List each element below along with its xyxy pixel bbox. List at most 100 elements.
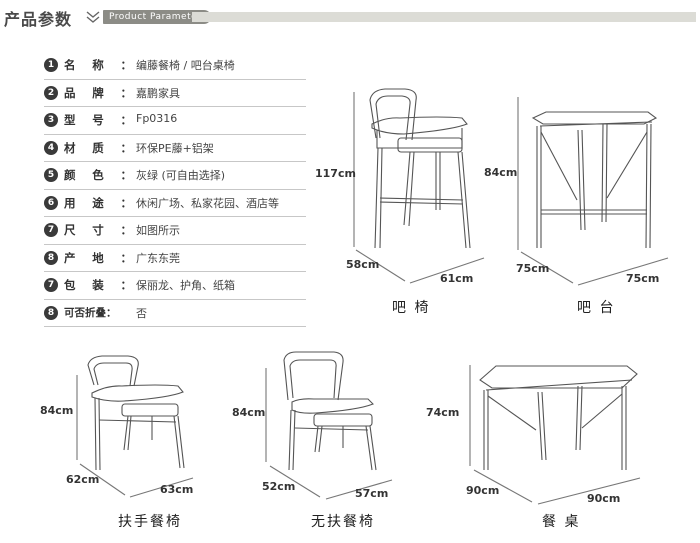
row-number-badge: 8	[44, 305, 58, 320]
parameter-separator: ：	[120, 195, 133, 210]
section-title: 产品参数	[4, 10, 73, 29]
bar-chair-width-label: 61cm	[440, 272, 474, 285]
parameter-label-char: 质	[92, 140, 104, 155]
parameter-value: 如图所示	[136, 224, 180, 237]
parameter-value: 灰绿 (可自由选择)	[136, 169, 226, 182]
dining-table-depth-label: 90cm	[466, 484, 500, 497]
side-chair-caption: 无扶餐椅	[311, 514, 375, 530]
parameter-label-char: 牌	[92, 85, 104, 100]
dining-table-caption: 餐 桌	[542, 514, 581, 530]
double-chevron-down-icon	[86, 11, 100, 23]
parameter-label-char: 用	[64, 195, 76, 210]
parameter-label-char: 包	[64, 278, 76, 292]
parameter-label-char: 地	[92, 250, 104, 265]
arm-chair-drawing	[87, 355, 185, 471]
parameter-separator: ：	[120, 168, 133, 182]
row-number-badge: 4	[44, 140, 58, 155]
parameter-separator: ：	[120, 278, 133, 292]
parameter-label-char: 颜	[64, 168, 76, 182]
side-chair-depth-label: 52cm	[262, 480, 296, 493]
bar-table-drawing	[531, 111, 658, 249]
dining-table-width-label: 90cm	[587, 492, 621, 505]
row-number-badge: 7	[44, 223, 58, 237]
parameter-label: 材 质 ：	[64, 140, 132, 156]
parameter-value: Fp0316	[136, 112, 178, 125]
parameter-separator: ：	[120, 58, 133, 72]
row-number-badge: 6	[44, 195, 58, 210]
parameter-label: 型 号 ：	[64, 112, 132, 128]
parameter-label-char: 品	[64, 85, 76, 100]
parameter-label-char: 号	[92, 113, 104, 127]
bar-table-width-label: 75cm	[626, 272, 660, 285]
parameter-value: 嘉鹏家具	[136, 86, 180, 100]
parameter-separator: ：	[120, 223, 133, 237]
parameter-label-char: 寸	[92, 223, 104, 237]
parameter-value: 环保PE藤+铝架	[136, 141, 214, 155]
parameter-label: 产 地 ：	[64, 250, 132, 266]
parameter-row: 8 可否折叠： 否	[44, 300, 306, 327]
bar-table-depth-label: 75cm	[516, 262, 550, 275]
parameter-label-char: 型	[64, 113, 76, 127]
dining-table-drawing	[479, 365, 638, 470]
parameter-label-char: 产	[64, 250, 76, 265]
parameter-value: 广东东莞	[136, 251, 180, 265]
parameter-label-char: 名	[64, 58, 76, 72]
parameter-label-char: 称	[92, 58, 104, 72]
parameter-value: 否	[136, 306, 147, 320]
side-chair-height-label: 84cm	[232, 406, 266, 419]
bar-chair-caption: 吧 椅	[392, 300, 431, 316]
side-chair-width-label: 57cm	[355, 487, 389, 500]
row-number-badge: 5	[44, 168, 58, 182]
arm-chair-height-label: 84cm	[40, 404, 74, 417]
parameter-label-char: 材	[64, 140, 76, 155]
arm-chair-depth-label: 62cm	[66, 473, 100, 486]
parameter-label-char: 色	[92, 168, 104, 182]
section-tag: Product Parameter	[103, 10, 212, 24]
parameter-label-char: 途	[92, 195, 104, 210]
parameter-separator: ：	[120, 113, 133, 127]
row-number-badge: 8	[44, 250, 58, 265]
parameter-label: 可否折叠：	[64, 305, 132, 320]
bar-table-caption: 吧 台	[577, 300, 616, 316]
parameter-separator: ：	[120, 85, 133, 100]
arm-chair-width-label: 63cm	[160, 483, 194, 496]
bar-chair-depth-label: 58cm	[346, 258, 380, 271]
parameter-row: 7 包装： 保丽龙、护角、纸箱	[44, 272, 306, 300]
parameter-label: 颜 色 ：	[64, 167, 132, 183]
parameter-label: 尺 寸 ：	[64, 222, 132, 238]
parameter-label: 用 途 ：	[64, 195, 132, 211]
parameter-value: 休闲广场、私家花园、酒店等	[136, 196, 279, 210]
dining-table-height-label: 74cm	[426, 406, 460, 419]
arm-chair-caption: 扶手餐椅	[118, 514, 182, 530]
row-number-badge: 2	[44, 85, 58, 100]
row-number-badge: 3	[44, 113, 58, 127]
parameter-label: 品 牌 ：	[64, 85, 132, 101]
row-number-badge: 7	[44, 278, 58, 292]
bar-chair-height-label: 117cm	[315, 167, 356, 180]
parameter-value: 编藤餐椅 / 吧台桌椅	[136, 59, 235, 72]
bar-table-height-label: 84cm	[484, 166, 518, 179]
parameter-label: 包装：	[64, 277, 132, 293]
parameter-separator: ：	[120, 140, 133, 155]
row-number-badge: 1	[44, 58, 58, 72]
parameter-label-char: 可否折叠	[64, 306, 106, 319]
parameter-label-char: 尺	[64, 223, 76, 237]
bar-chair-drawing	[369, 88, 471, 249]
parameter-separator: ：	[106, 306, 117, 319]
parameter-separator: ：	[120, 250, 133, 265]
side-chair-drawing	[283, 351, 377, 471]
parameter-label: 名 称 ：	[64, 57, 132, 73]
section-header: 产品参数 Product Parameter	[0, 0, 700, 34]
header-bar	[192, 12, 696, 22]
parameter-value: 保丽龙、护角、纸箱	[136, 279, 235, 292]
